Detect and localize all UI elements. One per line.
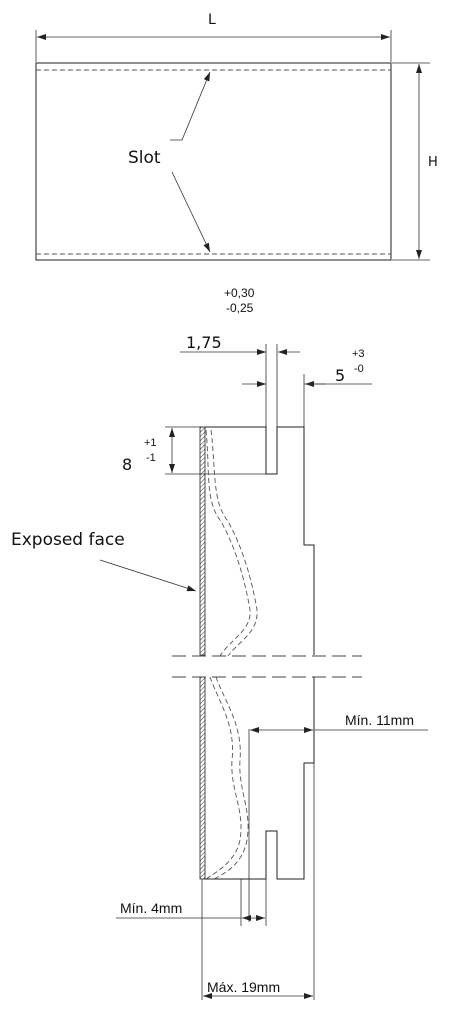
depth-tol-minus: -0 [354,363,364,375]
length-label: L [208,12,216,28]
tolerance-bottom: -0,25 [226,301,254,315]
height8-value: 8 [122,455,132,474]
height8-tol-minus: -1 [146,452,156,464]
internal-curve-upper-a [205,429,251,657]
slot-leader-down [171,171,211,253]
height-label: H [428,155,438,170]
exposed-face-leader [99,559,197,592]
internal-curve-lower-a [205,676,242,880]
depth-value: 5 [335,366,345,385]
section-view: +0,30 -0,25 1,75 5 +3 -0 8 +1 -1 [11,286,428,1000]
panel-outline [35,62,392,261]
height8-tol-plus: +1 [144,437,157,449]
profile-lower-outline [205,677,315,880]
top-view: L H Slot [35,12,438,261]
slot-leader-up [170,71,211,141]
profile-upper-outline [205,426,315,655]
exposed-face-label: Exposed face [11,530,125,550]
internal-curve-upper-b [210,429,258,657]
exposed-face-hatch-upper [199,426,206,656]
tolerance-top: +0,30 [224,286,255,300]
internal-curve-lower-b [213,676,249,880]
min4-label: Mín. 4mm [120,900,182,916]
exposed-face-hatch-lower [199,676,206,880]
thickness-value: 1,75 [186,333,222,352]
slot-label: Slot [128,148,161,168]
min11-label: Mín. 11mm [345,712,414,728]
depth-tol-plus: +3 [352,348,365,360]
max19-label: Máx. 19mm [207,979,280,995]
